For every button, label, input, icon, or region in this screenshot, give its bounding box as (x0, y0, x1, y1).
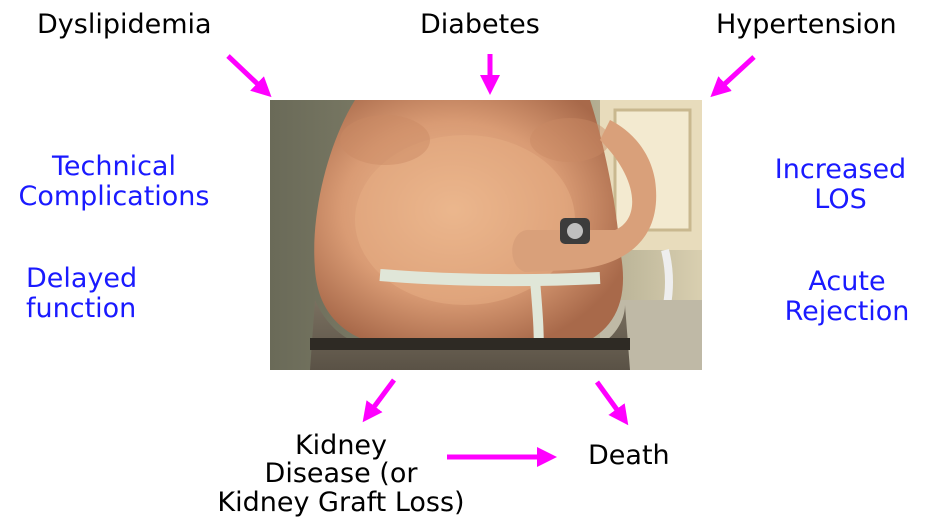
arrow-to-death-from-photo (597, 382, 623, 418)
arrow-to-kidney (368, 380, 394, 415)
arrow-dyslipidemia (228, 56, 265, 91)
arrow-hypertension (717, 57, 754, 91)
